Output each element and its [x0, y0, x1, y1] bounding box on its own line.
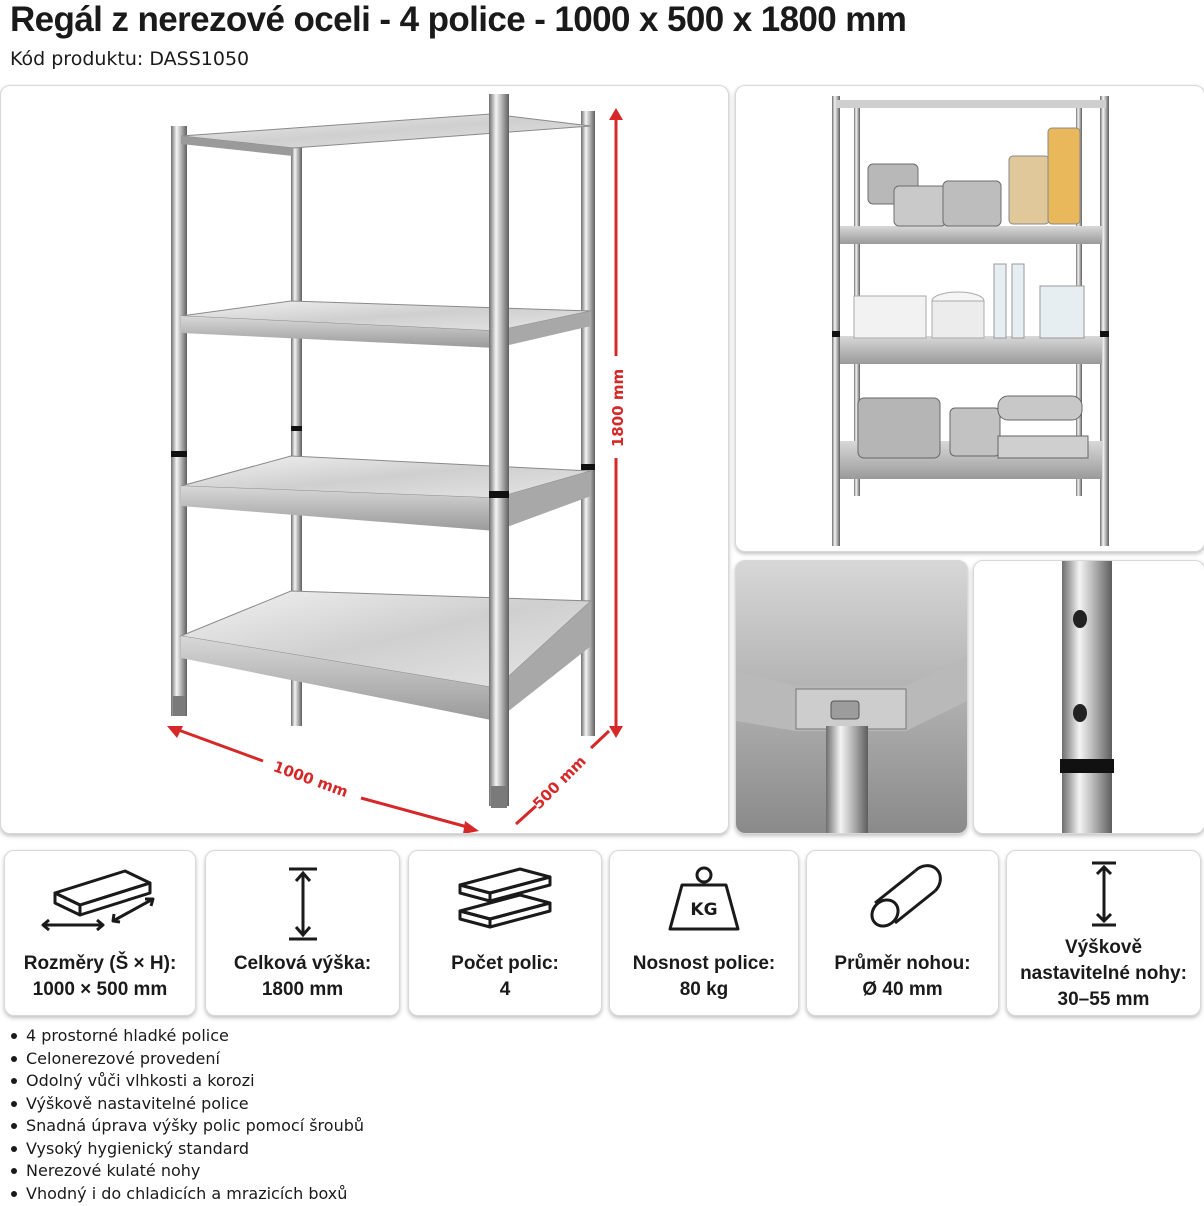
shelf-bottom	[179, 590, 593, 721]
width-label: 1000 mm	[271, 757, 351, 801]
adjust-height-icon	[1091, 861, 1116, 927]
shelf-3	[180, 455, 592, 531]
height-arrow-icon	[288, 867, 317, 941]
shelves-stack-icon	[458, 867, 552, 929]
shelf-top	[180, 113, 592, 156]
spec-label: Celková výška:	[233, 953, 372, 974]
spec-label: Počet polic:	[451, 953, 559, 974]
depth-label: 500 mm	[529, 752, 590, 813]
product-title: Regál z nerezové oceli - 4 police - 1000…	[10, 0, 907, 39]
spec-leg-diameter: Průměr nohou: Ø 40 mm	[806, 850, 999, 1016]
spec-value: 30–55 mm	[1057, 989, 1150, 1010]
loaded-shelf-image	[735, 85, 1204, 552]
height-dimension	[609, 108, 623, 738]
feature-item: Výškově nastavitelné police	[10, 1093, 364, 1116]
spec-height: Celková výška: 1800 mm	[205, 850, 400, 1016]
main-product-image: 1000 mm 500 mm 1800 mm	[0, 85, 729, 834]
feature-item: Celonerezové provedení	[10, 1048, 364, 1071]
kg-weight-icon: KG	[668, 866, 740, 931]
spec-label: Rozměry (Š × H):	[23, 953, 177, 974]
feature-item: Vhodný i do chladicích a mrazicích boxů	[10, 1183, 364, 1206]
spec-value: 4	[499, 979, 511, 1000]
leg-detail-image	[973, 560, 1204, 834]
product-code: Kód produktu: DASS1050	[10, 48, 250, 70]
board-dimensions-icon	[41, 869, 155, 932]
height-label: 1800 mm	[609, 369, 627, 447]
spec-value: 80 kg	[679, 979, 729, 1000]
feature-item: Nerezové kulaté nohy	[10, 1160, 364, 1183]
feature-item: Snadná úprava výšky polic pomocí šroubů	[10, 1115, 364, 1138]
spec-value: 1000 × 500 mm	[32, 979, 168, 1000]
spec-value: Ø 40 mm	[862, 979, 943, 1000]
spec-label: Průměr nohou:	[834, 953, 971, 974]
shelf-2	[180, 300, 592, 348]
feature-item: 4 prostorné hladké police	[10, 1025, 364, 1048]
shelf-corner-detail-image	[735, 560, 968, 834]
feature-item: Vysoký hygienický standard	[10, 1138, 364, 1161]
spec-value: 1800 mm	[261, 979, 344, 1000]
spec-load-capacity: KG Nosnost police: 80 kg	[609, 850, 799, 1016]
spec-adjustable-legs: Výškově nastavitelné nohy: 30–55 mm	[1006, 850, 1201, 1016]
feature-list: 4 prostorné hladké police Celonerezové p…	[10, 1025, 364, 1205]
spec-label: Nosnost police:	[632, 953, 776, 974]
spec-shelf-count: Počet polic: 4	[408, 850, 602, 1016]
feature-item: Odolný vůči vlhkosti a korozi	[10, 1070, 364, 1093]
cylinder-leg-icon	[869, 864, 942, 928]
width-dimension	[167, 726, 479, 833]
spec-label: Výškově nastavitelné nohy:	[1020, 937, 1187, 984]
spec-dimensions: Rozměry (Š × H): 1000 × 500 mm	[4, 850, 196, 1016]
svg-text:KG: KG	[690, 900, 717, 920]
depth-dimension	[514, 729, 611, 826]
